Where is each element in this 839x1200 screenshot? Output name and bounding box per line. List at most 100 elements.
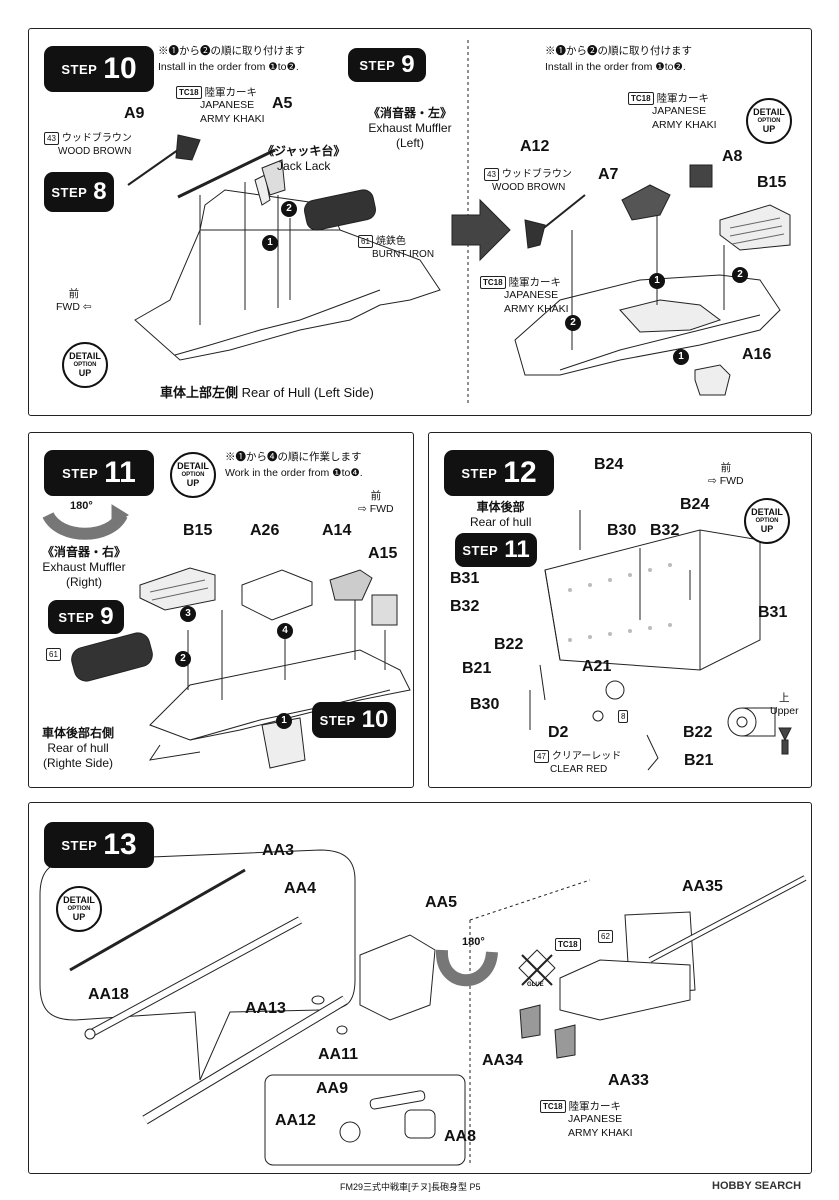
paint-code: 8 <box>618 710 629 724</box>
part-a7: A7 <box>598 166 619 183</box>
part-aa18: AA18 <box>88 986 129 1003</box>
detail-up-icon: DETAIL OPTION UP <box>744 498 790 544</box>
order-marker-1: 1 <box>276 710 292 729</box>
caption-en: Rear of Hull (Left Side) <box>241 385 374 400</box>
part-b31: B31 <box>758 604 788 621</box>
detail-l2: OPTION <box>755 518 779 524</box>
part-aa33: AA33 <box>608 1072 649 1089</box>
step13-panel <box>28 802 812 1174</box>
part-b30: B30 <box>607 522 637 539</box>
part-a12: A12 <box>520 138 550 155</box>
step-number: 10 <box>103 52 137 85</box>
upper-indicator: 上 Upper <box>770 692 799 718</box>
part-a14: A14 <box>322 522 352 539</box>
part-a5: A5 <box>272 95 293 112</box>
fwd-indicator: 前 FWD ⇦ <box>56 288 92 314</box>
detail-l2: OPTION <box>73 362 97 368</box>
paint-jp: 陸軍カーキ <box>656 92 710 105</box>
note-jp: ※❶から❷の順に取り付けます <box>158 45 305 57</box>
step-word: STEP <box>61 837 98 853</box>
note-en: Install in the order from ❶to❷. <box>545 60 686 73</box>
step-number: 9 <box>401 51 415 78</box>
part-aa9: AA9 <box>316 1080 349 1097</box>
order-marker-2: 2 <box>565 312 581 331</box>
paint-jp: 陸軍カーキ <box>508 276 562 289</box>
step10-note: ※❶から❷の順に取り付けます Install in the order from… <box>158 44 305 76</box>
page-footer: FM29三式中戦車[チヌ]長砲身型 P5 <box>340 1182 481 1192</box>
order-marker-4: 4 <box>277 620 293 639</box>
detail-up-icon: DETAIL OPTION UP <box>170 452 216 498</box>
fwd-jp: 前 <box>370 490 382 502</box>
paint-jp: 陸軍カーキ <box>204 86 258 99</box>
jack-en: Jack Lack <box>277 159 331 173</box>
step10-substep8-badge: STEP 8 <box>44 172 114 212</box>
part-b22: B22 <box>494 636 524 653</box>
fwd-arrow-icon: ⇨ <box>358 503 367 516</box>
part-a21: A21 <box>582 658 612 675</box>
order-marker-2: 2 <box>732 264 748 283</box>
paint-en: WOOD BROWN <box>492 181 566 193</box>
caption-en: Rear of hull <box>470 515 532 529</box>
detail-l3: UP <box>762 124 776 134</box>
step-word: STEP <box>58 609 95 625</box>
step11-caption: 車体後部右側 Rear of hull (Righte Side) <box>42 726 114 771</box>
paint-tc18: TC18 <box>555 936 584 954</box>
part-b21: B21 <box>462 660 492 677</box>
detail-l1: DETAIL <box>751 507 783 517</box>
fwd-jp: 前 <box>68 288 80 300</box>
part-a15: A15 <box>368 545 398 562</box>
muffler-left-label: 《消音器・左》 Exhaust Muffler (Left) <box>368 106 452 151</box>
step-word: STEP <box>61 61 98 77</box>
muffler-jp: 《消音器・右》 <box>42 545 127 559</box>
muffler-en: (Right) <box>66 575 103 589</box>
caption-jp: 車体後部右側 <box>42 726 115 740</box>
paint-en: CLEAR RED <box>550 763 608 775</box>
fwd-en: FWD <box>369 503 394 516</box>
note-en: Install in the order from ❶to❷. <box>158 60 299 73</box>
paint-jp: 陸軍カーキ <box>568 1100 622 1113</box>
note-en: Work in the order from ❶to❹. <box>225 466 363 479</box>
step-word: STEP <box>51 184 88 200</box>
paint-code: TC18 <box>555 938 581 952</box>
part-b15: B15 <box>183 522 213 539</box>
part-a9: A9 <box>124 105 145 122</box>
part-a16: A16 <box>742 346 772 363</box>
step-word: STEP <box>62 465 99 481</box>
detail-l1: DETAIL <box>63 895 95 905</box>
detail-up-icon: DETAIL OPTION UP <box>62 342 108 388</box>
step-number: 8 <box>93 178 107 205</box>
paint-8: 8 <box>618 708 631 726</box>
step11-note: ※❶から❹の順に作業します Work in the order from ❶to… <box>225 450 363 482</box>
order-marker-1: 1 <box>262 232 278 251</box>
fwd-jp: 前 <box>720 462 732 474</box>
note-jp: ※❶から❹の順に作業します <box>225 451 362 463</box>
rotate-180-label: 180° <box>70 500 93 512</box>
part-b32: B32 <box>450 598 480 615</box>
paint-en: ARMY KHAKI <box>652 118 717 131</box>
step-word: STEP <box>359 57 396 73</box>
step-number: 12 <box>503 456 537 489</box>
step12-badge: STEP 12 <box>444 450 554 496</box>
muffler-en: Exhaust Muffler <box>42 560 126 574</box>
paint-jp: ウッドブラウン <box>501 169 572 181</box>
paint-en: JAPANESE <box>200 99 255 112</box>
fwd-en: FWD <box>719 475 744 488</box>
order-marker-3: 3 <box>180 603 196 622</box>
order-marker-2: 2 <box>175 648 191 667</box>
step-word: STEP <box>461 465 498 481</box>
paint-jp: ウッドブラウン <box>61 133 132 145</box>
step-number: 9 <box>100 603 114 630</box>
rotate-180-label: 180° <box>462 936 485 948</box>
jack-jp: 《ジャッキ台》 <box>262 144 346 158</box>
order-marker-2: 2 <box>281 198 297 217</box>
part-d2: D2 <box>548 724 569 741</box>
step-number: 10 <box>361 706 389 733</box>
